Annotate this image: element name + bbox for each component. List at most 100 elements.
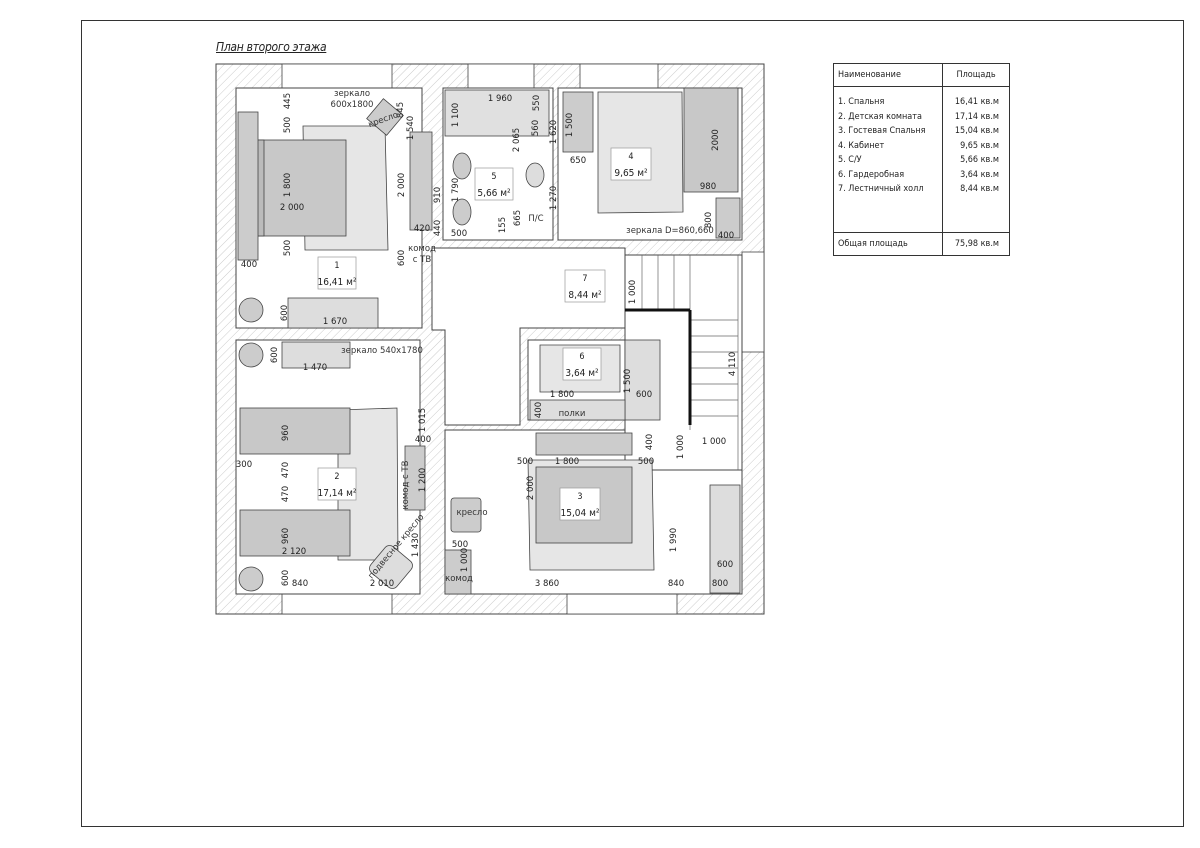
dimension: 2 010	[370, 579, 394, 589]
armchair-1	[366, 98, 404, 136]
room-area: 3,64 кв.м	[942, 167, 1010, 182]
mirror-label: зеркало 540x1780	[341, 346, 423, 356]
dimension: 1 430	[411, 533, 421, 557]
dimension: 840	[668, 579, 684, 589]
dimension: 445	[283, 93, 293, 109]
dimension: 440	[433, 220, 443, 236]
header-area: Площадь	[942, 63, 1010, 87]
dimension: 650	[570, 156, 586, 166]
dimension: 500	[283, 117, 293, 133]
dimension: 960	[281, 425, 291, 441]
dresser-label: комод	[445, 574, 473, 584]
room-number: 6	[579, 352, 584, 362]
dimension: 1 540	[406, 116, 416, 140]
desk	[562, 91, 594, 153]
dimension: 1 800	[555, 457, 579, 467]
dimension: 800	[704, 212, 714, 228]
dimension: 1 500	[565, 113, 575, 137]
dimension: 400	[718, 231, 734, 241]
cabinet-4	[715, 197, 741, 239]
dimension: 1 790	[451, 178, 461, 202]
dimension: 600	[397, 250, 407, 266]
dimension: 2 000	[526, 476, 536, 500]
dimension: 550	[532, 95, 542, 111]
dresser-3	[444, 549, 472, 595]
plant-1	[238, 297, 264, 323]
dresser-tv-2	[404, 445, 426, 511]
dimension: 500	[517, 457, 533, 467]
spacer	[942, 86, 1010, 95]
dimension: 500	[638, 457, 654, 467]
room-name: 3. Гостевая Спальня	[832, 124, 944, 139]
table-header: Наименование Площадь	[832, 63, 1010, 87]
dimension: 1 960	[488, 94, 512, 104]
wardrobe-2	[281, 341, 351, 369]
room-number: 5	[491, 172, 496, 182]
room-name: 1. Спальня	[832, 95, 944, 110]
room-labels	[317, 147, 652, 521]
dimension: 420	[414, 224, 430, 234]
shelves	[529, 399, 626, 421]
dimension: 1 670	[323, 317, 347, 327]
dimension: 840	[292, 579, 308, 589]
shelves-label: полки	[559, 409, 586, 419]
bed-2b	[239, 509, 351, 557]
sink-1	[452, 152, 472, 180]
dimension: 400	[415, 435, 431, 445]
spacer	[832, 86, 944, 95]
room-area: 5,66 м²	[477, 188, 511, 199]
bed-2a	[239, 407, 351, 455]
mirror-size-label: 600x1800	[331, 100, 374, 110]
dimension: 4 110	[728, 352, 738, 376]
dimension: 500	[283, 240, 293, 256]
dimension: 400	[645, 434, 655, 450]
dimension: 500	[452, 540, 468, 550]
staircase	[625, 255, 739, 470]
plan-title: План второго этажа	[216, 40, 327, 54]
dimension: 2000	[711, 129, 721, 151]
wardrobe-6	[624, 339, 661, 421]
spacer	[942, 196, 1010, 233]
hanging-chair	[369, 545, 413, 589]
mirror-label: зеркало	[334, 89, 370, 99]
dimension: 300	[236, 460, 252, 470]
dimension: 470	[281, 462, 291, 478]
armchair-3	[450, 497, 482, 533]
dimension: 1 015	[418, 408, 428, 432]
drawing-frame	[81, 20, 1184, 827]
dresser-tv-label: с ТВ	[413, 255, 432, 265]
dimensions: 445 500 1 800 2 000 500 400 600 1 670 84…	[236, 93, 738, 589]
spacer	[832, 196, 944, 233]
sofa	[683, 87, 739, 193]
dimension: 600	[270, 347, 280, 363]
dimension: 1 620	[549, 120, 559, 144]
plant-3	[238, 566, 264, 592]
dimension: 600	[717, 560, 733, 570]
room-number: 7	[582, 274, 587, 284]
armchair-label: кресло	[456, 508, 487, 518]
dimension: 2 000	[397, 173, 407, 197]
room-area: 9,65 кв.м	[942, 138, 1010, 153]
dimension: 1 000	[676, 435, 686, 459]
dimension: 980	[700, 182, 716, 192]
dimension: 1 270	[549, 186, 559, 210]
dimension: 470	[281, 486, 291, 502]
room-number: 1	[334, 261, 339, 271]
room-name: 4. Кабинет	[832, 138, 944, 153]
sink-2	[452, 198, 472, 226]
room-area: 17,14 м²	[318, 488, 357, 499]
dimension: 400	[534, 402, 544, 418]
wardrobe-1	[287, 297, 379, 329]
room-label-texts: 1 16,41 м² 2 17,14 м² 3 15,04 м² 4 9,65 …	[318, 152, 649, 519]
dimension: 960	[281, 528, 291, 544]
room-area: 16,41 кв.м	[942, 95, 1010, 110]
room-name: 2. Детская комната	[832, 109, 944, 124]
shaft-label: П/С	[528, 214, 543, 224]
